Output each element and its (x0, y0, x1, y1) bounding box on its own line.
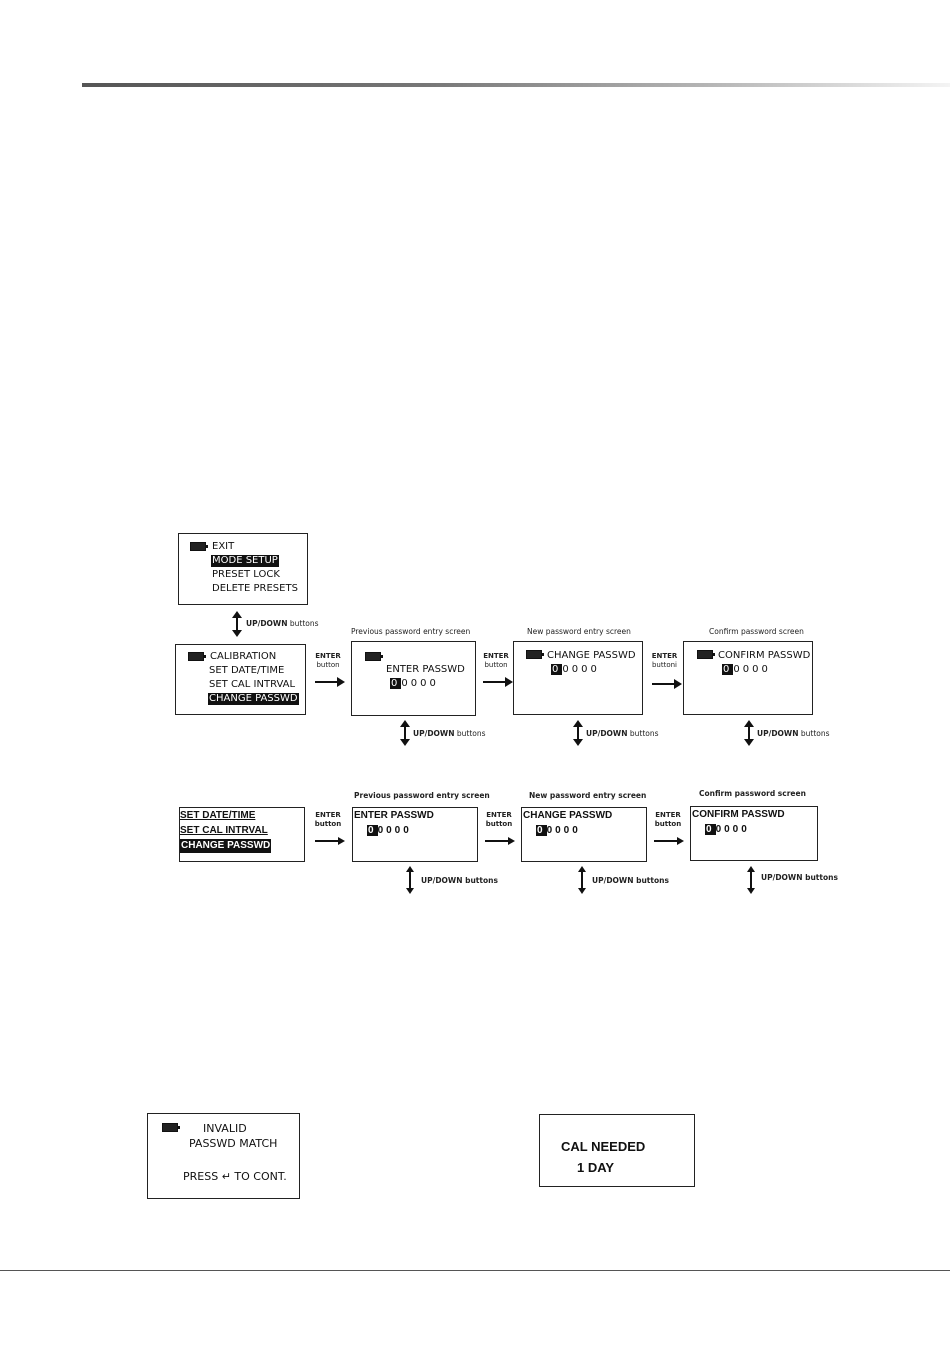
updown-label-1: UP/DOWN buttons (246, 619, 319, 628)
confirm-passwd-screen-2: CONFIRM PASSWD 00000 (690, 806, 818, 861)
battery-icon (188, 652, 206, 661)
right-arrow-icon (315, 677, 345, 687)
right-arrow-icon (315, 837, 345, 845)
menu-item-calibration: CALIBRATION (210, 651, 277, 662)
footer-rule (0, 1270, 950, 1271)
setup-menu-screen: CALIBRATION SET DATE/TIME SET CAL INTRVA… (175, 644, 306, 715)
caption-new: New password entry screen (527, 627, 631, 636)
menu-item-mode-setup: MODE SETUP (211, 555, 279, 567)
right-arrow-icon (654, 837, 684, 845)
caption-previous: Previous password entry screen (351, 627, 471, 636)
invalid-line1: INVALID (203, 1122, 247, 1135)
passwd-digits: 00000 (705, 824, 750, 835)
invalid-line3: PRESS ↵ TO CONT. (183, 1170, 287, 1183)
caption-new-2: New password entry screen (529, 791, 647, 800)
updown-label-4: UP/DOWN buttons (757, 729, 830, 738)
right-arrow-icon (483, 677, 513, 687)
updown-arrow-icon (578, 866, 586, 894)
caption-previous-2: Previous password entry screen (354, 791, 490, 800)
updown-label-7: UP/DOWN buttons (761, 873, 838, 882)
passwd-digits: 00000 (722, 664, 771, 675)
updown-arrow-icon (232, 611, 242, 637)
menu-item-preset-lock: PRESET LOCK (212, 569, 280, 580)
battery-icon (365, 652, 383, 661)
enter-passwd-screen: ENTER PASSWD 00000 (351, 641, 476, 716)
menu-item-set-date-time: SET DATE/TIME (180, 810, 256, 821)
change-passwd-title: CHANGE PASSWD (523, 810, 613, 821)
confirm-passwd-title: CONFIRM PASSWD (692, 809, 785, 820)
main-menu-screen: EXIT MODE SETUP PRESET LOCK DELETE PRESE… (178, 533, 308, 605)
menu-item-set-cal-intrval: SET CAL INTRVAL (180, 825, 268, 836)
menu-item-exit: EXIT (212, 541, 235, 552)
updown-arrow-icon (406, 866, 414, 894)
passwd-digits: 00000 (536, 825, 581, 836)
updown-label-5: UP/DOWN buttons (421, 876, 498, 885)
header-rule (82, 83, 950, 87)
cal-needed-line1: CAL NEEDED (561, 1139, 646, 1154)
passwd-digits: 00000 (367, 825, 412, 836)
enter-key-icon: ↵ (221, 1170, 231, 1183)
confirm-passwd-title: CONFIRM PASSWD (718, 650, 811, 661)
menu-item-change-passwd: CHANGE PASSWD (180, 839, 272, 853)
menu-item-delete-presets: DELETE PRESETS (212, 583, 298, 594)
change-passwd-title: CHANGE PASSWD (547, 650, 636, 661)
caption-confirm: Confirm password screen (709, 627, 804, 636)
cal-needed-line2: 1 DAY (577, 1160, 615, 1175)
menu-item-set-date-time: SET DATE/TIME (209, 665, 285, 676)
confirm-passwd-screen: CONFIRM PASSWD 00000 (683, 641, 813, 715)
battery-icon (697, 650, 715, 659)
battery-icon (162, 1123, 180, 1132)
menu-item-change-passwd: CHANGE PASSWD (208, 693, 299, 705)
updown-arrow-icon (747, 866, 755, 894)
updown-arrow-icon (400, 720, 410, 746)
change-passwd-screen-2: CHANGE PASSWD 00000 (521, 807, 647, 862)
updown-arrow-icon (744, 720, 754, 746)
passwd-digits: 00000 (390, 678, 439, 689)
right-arrow-icon (485, 837, 515, 845)
updown-label-3: UP/DOWN buttons (586, 729, 659, 738)
passwd-digits: 00000 (551, 664, 600, 675)
enter-passwd-screen-2: ENTER PASSWD 00000 (352, 807, 478, 862)
updown-arrow-icon (573, 720, 583, 746)
invalid-line2: PASSWD MATCH (189, 1137, 278, 1150)
right-arrow-icon (652, 679, 682, 689)
lower-menu-screen: SET DATE/TIME SET CAL INTRVAL CHANGE PAS… (179, 807, 305, 862)
menu-item-set-cal-intrval: SET CAL INTRVAL (209, 679, 296, 690)
battery-icon (190, 542, 208, 551)
updown-label-2: UP/DOWN buttons (413, 729, 486, 738)
invalid-passwd-screen: INVALID PASSWD MATCH PRESS ↵ TO CONT. (147, 1113, 300, 1199)
battery-icon (526, 650, 544, 659)
change-passwd-screen: CHANGE PASSWD 00000 (513, 641, 643, 715)
enter-passwd-title: ENTER PASSWD (354, 810, 434, 821)
caption-confirm-2: Confirm password screen (699, 789, 806, 798)
enter-passwd-title: ENTER PASSWD (386, 664, 465, 675)
updown-label-6: UP/DOWN buttons (592, 876, 669, 885)
cal-needed-screen: CAL NEEDED 1 DAY (539, 1114, 695, 1187)
